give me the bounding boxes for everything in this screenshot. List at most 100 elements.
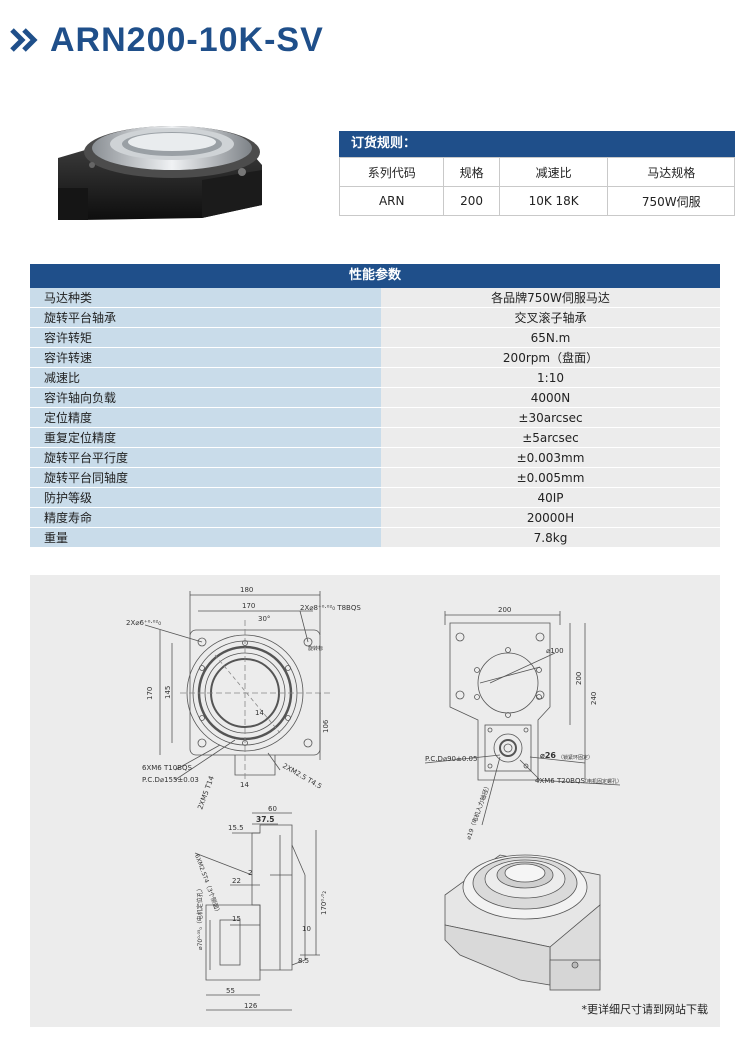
dim-22: 22 bbox=[232, 877, 241, 885]
dim-170: 170 bbox=[242, 602, 255, 610]
order-val-ratio: 10K 18K bbox=[498, 186, 609, 216]
spec-value: ±0.003mm bbox=[381, 447, 720, 468]
dim-15-5: 15.5 bbox=[228, 824, 244, 832]
spec-label: 精度寿命 bbox=[30, 507, 381, 528]
dim-106: 106 bbox=[322, 719, 330, 733]
spec-label: 旋转平台平行度 bbox=[30, 447, 381, 468]
spec-value: 各品牌750W伺服马达 bbox=[381, 288, 720, 308]
order-col-spec: 规格 bbox=[443, 157, 500, 187]
spec-label: 旋转平台同轴度 bbox=[30, 467, 381, 488]
dim-h170: 170 bbox=[146, 687, 154, 700]
order-val-series: ARN bbox=[338, 186, 445, 216]
dim-2: 2 bbox=[248, 869, 252, 877]
dim-h240: 240 bbox=[590, 692, 598, 705]
order-col-series: 系列代码 bbox=[338, 157, 445, 187]
side-view bbox=[194, 812, 320, 1011]
spec-label: 马达种类 bbox=[30, 288, 381, 308]
tap-bottom-label: 2XM5 T14 bbox=[196, 774, 216, 810]
spec-label: 重量 bbox=[30, 527, 381, 548]
double-chevron-icon bbox=[10, 28, 38, 52]
pcd-motor-label: P.C.D⌀90±0.05 bbox=[425, 755, 477, 763]
dim-55: 55 bbox=[226, 987, 235, 995]
table-row: 旋转平台平行度±0.003mm bbox=[30, 447, 720, 468]
spec-heading: 性能参数 bbox=[30, 264, 720, 288]
front-view bbox=[144, 591, 330, 781]
dim-angle: 30° bbox=[258, 615, 270, 623]
spec-label: 容许轴向负载 bbox=[30, 387, 381, 408]
table-row: 重复定位精度±5arcsec bbox=[30, 427, 720, 448]
tap-left-label: 6XM6 T10BQS bbox=[142, 764, 192, 772]
dim-14b: 14 bbox=[240, 781, 249, 789]
spec-value: 1:10 bbox=[381, 367, 720, 388]
spec-label: 定位精度 bbox=[30, 407, 381, 428]
order-col-ratio: 减速比 bbox=[498, 157, 609, 187]
dia26-note: （锁紧环固定） bbox=[558, 754, 593, 761]
table-row: 旋转平台轴承交叉滚子轴承 bbox=[30, 307, 720, 328]
spec-value: 交叉滚子轴承 bbox=[381, 307, 720, 328]
dim-60: 60 bbox=[268, 805, 277, 813]
spec-value: ±5arcsec bbox=[381, 427, 720, 448]
dim-dia70: ⌀70⁰·⁰⁵₀（电机定位孔） bbox=[196, 885, 204, 950]
hole-left-label: 2X⌀6⁺⁰·⁰²₀ bbox=[126, 619, 161, 627]
technical-drawings: 180 170 30° 2X⌀8⁺⁰·⁰²₀ T8BQS 2X⌀6⁺⁰·⁰²₀ … bbox=[30, 575, 720, 1027]
order-table: 系列代码 规格 减速比 马达规格 ARN 200 10K 18K 750W伺服 bbox=[338, 157, 735, 216]
dim-dia26: ⌀26 bbox=[540, 751, 556, 760]
dim-170-side: 170⁰·⁰₂ bbox=[320, 891, 328, 915]
tap-motor-note: （电机固定螺孔） bbox=[582, 778, 622, 785]
side-view-labels: 60 37.5 15.5 6XM2.5T4（3个侧面） 22 2 ⌀70⁰·⁰⁵… bbox=[193, 805, 328, 1010]
spec-value: 200rpm（盘面） bbox=[381, 347, 720, 368]
tap-right-label: 2XM2.5 T4.5 bbox=[281, 762, 323, 791]
motor-view bbox=[424, 611, 621, 826]
motor-view-labels: 200 ⌀100 200 240 P.C.D⌀90±0.05 ⌀26 （锁紧环固… bbox=[425, 606, 622, 841]
spec-value: 65N.m bbox=[381, 327, 720, 348]
front-view-labels: 180 170 30° 2X⌀8⁺⁰·⁰²₀ T8BQS 2X⌀6⁺⁰·⁰²₀ … bbox=[126, 586, 361, 811]
tap-motor-label: 4XM6 T20BQS bbox=[535, 777, 585, 785]
spec-label: 容许转矩 bbox=[30, 327, 381, 348]
page-title: ARN200-10K-SV bbox=[50, 20, 324, 59]
dim-w200: 200 bbox=[498, 606, 511, 614]
isometric-view bbox=[444, 854, 601, 991]
spec-label: 防护等级 bbox=[30, 487, 381, 508]
product-photo bbox=[58, 126, 262, 220]
spec-value: ±0.005mm bbox=[381, 467, 720, 488]
pcd-front-label: P.C.D⌀155±0.03 bbox=[142, 776, 199, 784]
order-val-motor: 750W伺服 bbox=[607, 186, 735, 216]
dim-180: 180 bbox=[240, 586, 253, 594]
spec-label: 旋转平台轴承 bbox=[30, 307, 381, 328]
dim-126: 126 bbox=[244, 1002, 258, 1010]
order-col-motor: 马达规格 bbox=[607, 157, 735, 187]
order-header-row: 系列代码 规格 减速比 马达规格 bbox=[338, 157, 735, 187]
dim-h200: 200 bbox=[575, 672, 583, 685]
order-heading: 订货规则： bbox=[339, 131, 735, 157]
order-rules: 订货规则： 系列代码 规格 减速比 马达规格 ARN 200 10K 18K 7… bbox=[338, 131, 735, 216]
spec-label: 减速比 bbox=[30, 367, 381, 388]
download-note: *更详细尺寸请到网站下载 bbox=[581, 1003, 709, 1016]
spec-label: 重复定位精度 bbox=[30, 427, 381, 448]
dim-15: 15 bbox=[232, 915, 241, 923]
dim-37-5: 37.5 bbox=[256, 815, 275, 824]
dim-h145: 145 bbox=[164, 686, 172, 699]
order-value-row: ARN 200 10K 18K 750W伺服 bbox=[338, 186, 735, 216]
title-bar: ARN200-10K-SV bbox=[8, 20, 324, 60]
spec-value: 7.8kg bbox=[381, 527, 720, 548]
spec-value: ±30arcsec bbox=[381, 407, 720, 428]
table-row: 定位精度±30arcsec bbox=[30, 407, 720, 428]
table-row: 马达种类各品牌750W伺服马达 bbox=[30, 288, 720, 308]
spec-value: 4000N bbox=[381, 387, 720, 408]
dim-8-5: 8.5 bbox=[298, 957, 309, 965]
order-val-spec: 200 bbox=[443, 186, 500, 216]
spec-value: 20000H bbox=[381, 507, 720, 528]
dim-dia100: ⌀100 bbox=[546, 647, 564, 655]
dim-10: 10 bbox=[302, 925, 311, 933]
spec-label: 容许转速 bbox=[30, 347, 381, 368]
drawing-canvas: 180 170 30° 2X⌀8⁺⁰·⁰²₀ T8BQS 2X⌀6⁺⁰·⁰²₀ … bbox=[126, 586, 622, 1011]
dim-14: 14 bbox=[255, 709, 264, 717]
